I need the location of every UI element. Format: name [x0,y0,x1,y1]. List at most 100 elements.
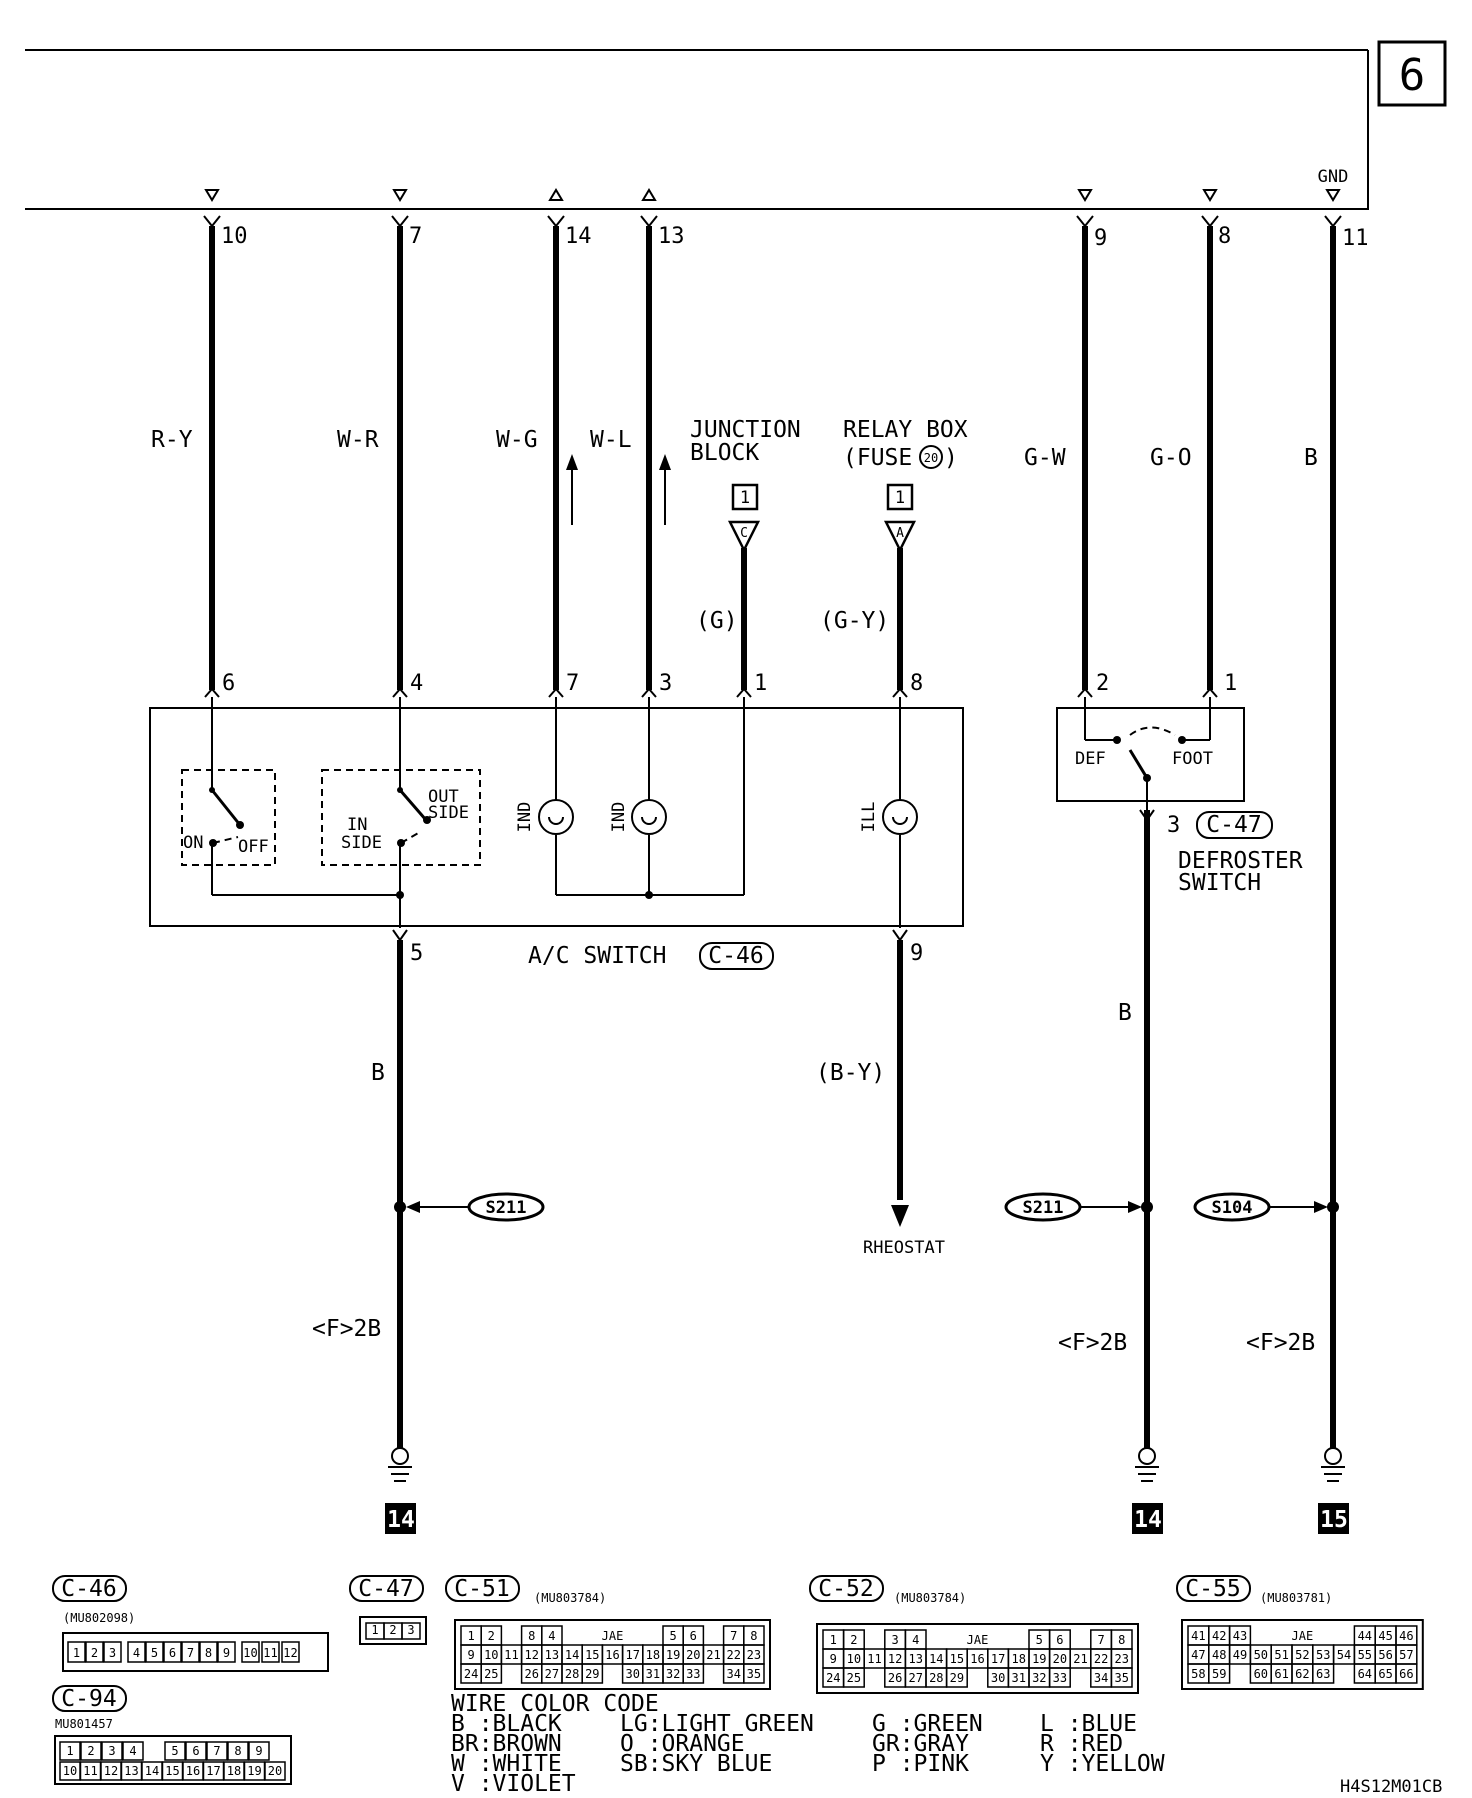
svg-text:W :WHITE: W :WHITE [451,1751,562,1777]
c52-grid-pin-label: 23 [1114,1652,1128,1666]
svg-text:WIRE COLOR CODE: WIRE COLOR CODE [451,1691,659,1717]
c51-grid-pin-label: 32 [666,1667,680,1681]
ground-number: 15 [1320,1507,1348,1533]
c51-grid-pin-label: 15 [585,1648,599,1662]
c51-grid-pin-label: 6 [690,1629,697,1643]
c94-pin [185,1741,207,1761]
wire-color: <F>2B [312,1316,381,1342]
svg-text:SIDE: SIDE [341,833,382,853]
rheostat: RHEOSTAT [863,1205,945,1258]
c51-grid-pin-label: 1 [467,1629,474,1643]
c51-grid-pin-label: 9 [467,1648,474,1662]
c46-pin [127,1641,146,1663]
svg-text:P :PINK: P :PINK [872,1751,969,1777]
c94-pin [122,1741,144,1761]
header-pin: 11 [1342,226,1369,251]
c55-grid-pin-label: 54 [1337,1648,1351,1662]
c52-grid-pin-label: 27 [908,1671,922,1685]
splices: S211 S211 S104 [394,1192,1339,1222]
c52-grid-pin-label: 35 [1114,1671,1128,1685]
c46-pin-label: 4 [133,1646,140,1660]
def-pin: 1 [1224,671,1237,696]
c94-pin-label: 8 [234,1744,241,1758]
c52-grid-pin-label: 10 [847,1652,861,1666]
c51-grid-frame [454,1619,771,1690]
svg-text:SWITCH: SWITCH [1178,870,1261,896]
wire-color: (G-Y) [820,608,889,634]
svg-text:C-51: C-51 [454,1576,509,1602]
c46-pin [261,1641,280,1663]
svg-text:V :VIOLET: V :VIOLET [451,1771,576,1797]
wire-color: G-W [1024,445,1066,471]
c46-pin-label: 1 [73,1646,80,1660]
ac-switch-connector: C-46 [708,943,763,969]
c47-pin-label: 2 [389,1623,396,1637]
c94-pin-label: 4 [129,1744,136,1758]
c52-grid-pin-label: 5 [1036,1633,1043,1647]
c47-pin-label: 1 [371,1623,378,1637]
c52-grid-pin-label: 13 [908,1652,922,1666]
c55-grid-pin-label: 41 [1191,1629,1205,1643]
c52-grid-pin-label: 18 [1011,1652,1025,1666]
ac-switch-label: A/C SWITCH [528,943,666,969]
svg-text:DEFROSTER: DEFROSTER [1178,848,1303,874]
svg-text:C-47: C-47 [1206,812,1261,838]
c55-grid-pin-label: 65 [1378,1667,1392,1681]
direction-markers [204,188,1341,202]
c94-pin [101,1741,123,1761]
c55-grid-pin-label: 53 [1316,1648,1330,1662]
svg-text:IND: IND [609,802,629,833]
c46-pin [145,1641,164,1663]
c46-pin-label: 12 [283,1646,297,1660]
c52-grid-pin-label: 15 [950,1652,964,1666]
relay-box: RELAY BOX (FUSE 20 ) 1 A [843,417,968,553]
c46-pin [163,1641,182,1663]
c51-grid-pin-label: 28 [565,1667,579,1681]
c51-grid-pin-label: 29 [585,1667,599,1681]
ac-pin: 3 [659,671,672,696]
c55-grid-pin-label: 50 [1254,1648,1268,1662]
svg-text:GR:GRAY: GR:GRAY [872,1731,969,1757]
c52-grid-pin [1048,1667,1071,1688]
c94-pin-label: 1 [66,1744,73,1758]
ac-pin: 9 [910,941,923,966]
c52-grid-pin-label: 12 [888,1652,902,1666]
c55-grid-pin-label: 55 [1358,1648,1372,1662]
c55-grid-pin-label: 45 [1378,1629,1392,1643]
c46-pin [281,1641,300,1663]
jae-label: JAE [967,1633,989,1647]
header-pin: 7 [409,224,422,249]
page-tab: 6 [1377,40,1447,107]
c55-grid-pin-label: 66 [1399,1667,1413,1681]
c51-grid-pin-label: 13 [545,1648,559,1662]
c94-pin-label: 14 [145,1764,159,1778]
header-pin: 13 [658,224,685,249]
c51-grid-pin-label: 33 [686,1667,700,1681]
svg-text:20: 20 [924,451,938,465]
c55-grid-pin-label: 60 [1254,1667,1268,1681]
c55-grid-pin-label: 61 [1274,1667,1288,1681]
c51-grid-pin-label: 34 [726,1667,740,1681]
c52-grid-pin-label: 4 [912,1633,919,1647]
c51-grid-pin-label: 14 [565,1648,579,1662]
c94-pin-label: 7 [213,1744,220,1758]
c52-grid-pin-label: 33 [1053,1671,1067,1685]
wire-labels: R-Y W-R W-G W-L G-W G-O B (G) (G-Y) B B … [151,427,1318,1356]
c94-pin [227,1741,249,1761]
c51-grid-pin-label: 25 [484,1667,498,1681]
c55-grid-pin [1208,1663,1231,1684]
svg-text:): ) [944,445,958,471]
c52-grid-pin [945,1667,968,1688]
ac-pin: 1 [754,671,767,696]
svg-text:JUNCTION: JUNCTION [690,417,801,443]
svg-text:ILL: ILL [859,802,879,833]
c52-grid-pin-label: 24 [826,1671,840,1685]
c46-pin [241,1641,260,1663]
svg-text:OFF: OFF [238,837,269,857]
c52-grid-pin-label: 2 [850,1633,857,1647]
junction-block: JUNCTION BLOCK 1 C [690,417,801,553]
svg-text:G :GREEN: G :GREEN [872,1711,983,1737]
svg-text:C-47: C-47 [358,1576,413,1602]
c51-grid-pin [480,1663,503,1684]
